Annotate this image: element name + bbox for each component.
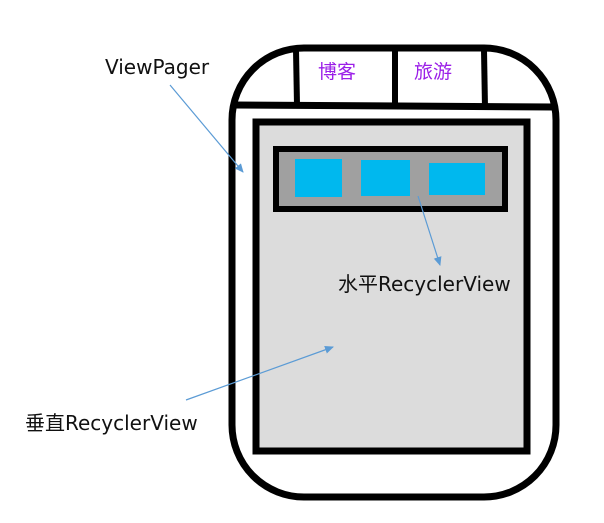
viewpager-arrow bbox=[169, 84, 244, 173]
viewpager-label: ViewPager bbox=[105, 55, 210, 79]
horizontal-item bbox=[295, 159, 342, 197]
horizontal-arrow bbox=[417, 195, 442, 266]
tab-separator bbox=[293, 49, 300, 106]
tab-separator bbox=[481, 49, 488, 109]
horizontal-recyclerview-label: 水平RecyclerView bbox=[338, 272, 511, 296]
vertical-arrow bbox=[185, 345, 334, 401]
tab-blog[interactable]: 博客 bbox=[318, 61, 356, 83]
horizontal-item bbox=[429, 163, 485, 195]
vertical-recyclerview-label: 垂直RecyclerView bbox=[25, 411, 198, 435]
tab-travel[interactable]: 旅游 bbox=[414, 61, 452, 83]
horizontal-item bbox=[361, 160, 410, 196]
